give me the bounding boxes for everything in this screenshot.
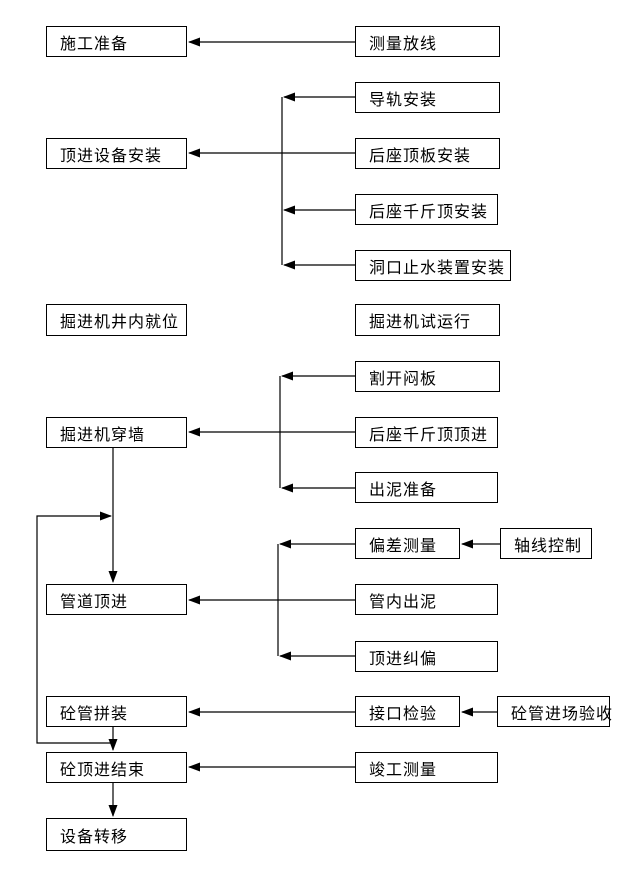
node-tbm-wall-breakthrough: 掘进机穿墙: [46, 417, 187, 448]
node-back-seat-top-plate: 后座顶板安装: [355, 138, 500, 169]
node-back-seat-jack-install: 后座千斤顶安装: [355, 194, 498, 225]
node-axis-control: 轴线控制: [500, 528, 592, 559]
node-mud-discharge-prep: 出泥准备: [355, 472, 498, 503]
node-construction-prep: 施工准备: [46, 26, 187, 57]
node-cut-blind-plate: 割开闷板: [355, 361, 500, 392]
node-pipe-delivery-acceptance: 砼管进场验收: [497, 696, 612, 727]
node-pipe-jacking: 管道顶进: [46, 584, 187, 615]
node-tbm-in-shaft: 掘进机井内就位: [46, 304, 187, 336]
edge-feedback-loop: [36, 511, 113, 744]
node-equipment-transfer: 设备转移: [46, 818, 187, 851]
node-deviation-survey: 偏差测量: [355, 528, 460, 559]
node-concrete-pipe-assembly: 砼管拼装: [46, 696, 187, 727]
node-jacking-correction: 顶进纠偏: [355, 641, 498, 672]
node-joint-inspection: 接口检验: [355, 696, 460, 727]
node-survey-setting-out: 测量放线: [355, 26, 500, 57]
node-jacking-finished: 砼顶进结束: [46, 752, 187, 783]
node-completion-survey: 竣工测量: [355, 752, 498, 783]
node-jacking-equipment-install: 顶进设备安装: [46, 138, 187, 169]
node-guide-rail-install: 导轨安装: [355, 82, 500, 113]
node-in-pipe-mud-removal: 管内出泥: [355, 584, 498, 615]
node-back-seat-jack-jacking: 后座千斤顶顶进: [355, 417, 498, 448]
node-tbm-test-run: 掘进机试运行: [355, 304, 500, 336]
node-portal-water-stop: 洞口止水装置安装: [355, 250, 511, 281]
